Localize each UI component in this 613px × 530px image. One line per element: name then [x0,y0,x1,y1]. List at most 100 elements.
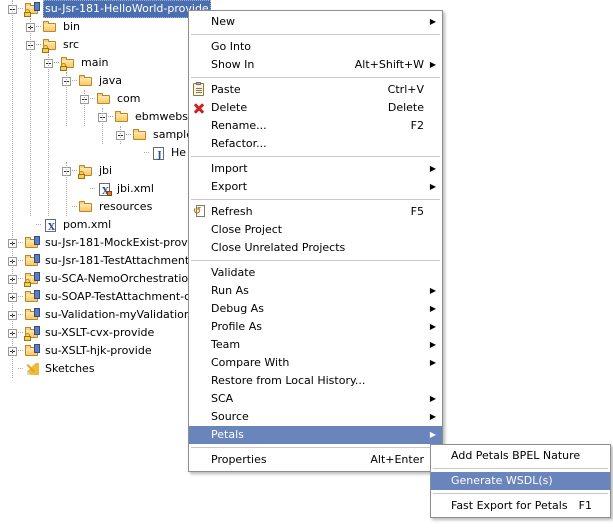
menu-item-label: Paste [211,83,241,96]
folder-icon [78,73,94,89]
paste-icon [189,82,211,98]
menu-item-import[interactable]: Import▶ [189,160,442,178]
tree-connector [18,350,23,352]
tree-item-label[interactable]: jbi [99,164,113,177]
menu-item-rename[interactable]: Rename...F2 [189,117,442,135]
menu-icon-slot [189,57,211,73]
tree-row[interactable]: resources [0,198,154,216]
tree-row[interactable]: su-XSLT-hjk-provide [0,342,154,360]
java-file-icon [150,145,166,165]
tree-connector [90,98,95,100]
tree-spacer [80,185,89,194]
menu-item-debug-as[interactable]: Debug As▶ [189,300,442,318]
submenu-arrow-icon: ▶ [429,430,437,439]
folder-locked-icon [78,163,94,179]
tree-item-label[interactable]: jbi.xml [117,182,154,195]
tree-row[interactable]: su-SOAP-TestAttachment-con [0,288,206,306]
tree-row[interactable]: pom.xml [0,216,113,237]
submenu-arrow-icon: ▶ [429,286,437,295]
menu-item-close-unrelated-projects[interactable]: Close Unrelated Projects [189,239,442,257]
tree-item-label[interactable]: com [117,92,141,105]
tree-row[interactable]: main [0,54,110,72]
tree-row[interactable]: Sketches [0,360,97,378]
tree-item-label[interactable]: He [171,146,187,159]
menu-item-sca[interactable]: SCA▶ [189,390,442,408]
tree-item-label[interactable]: main [81,56,109,69]
tree-connector [36,26,41,28]
menu-item-restore-from-local-history[interactable]: Restore from Local History... [189,372,442,390]
tree-item-label[interactable]: su-Jsr-181-TestAttachment-pr [45,254,205,267]
tree-item-label[interactable]: su-Jsr-181-HelloWorld-provide [43,0,211,18]
tree-row[interactable]: su-SCA-NemoOrchestration-pr [0,270,213,288]
folder-icon [132,127,148,143]
tree-row[interactable]: su-Jsr-181-TestAttachment-pr [0,252,207,270]
tree-row[interactable]: su-Jsr-181-HelloWorld-provide [0,0,211,18]
tree-item-label[interactable]: su-SOAP-TestAttachment-con [45,290,204,303]
tree-row[interactable]: su-XSLT-cvx-provide [0,324,156,342]
tree-guide-line [66,162,68,216]
tree-row[interactable]: su-Jsr-181-MockExist-provide [0,234,207,252]
tree-item-label[interactable]: sample [153,128,193,141]
menu-item-label: Petals [211,428,244,441]
project-folder-locked-icon [24,325,40,341]
tree-guide-line [102,108,104,144]
menu-item-new[interactable]: New▶ [189,13,442,31]
submenu-arrow-icon: ▶ [429,182,437,191]
tree-item-label[interactable]: su-Jsr-181-MockExist-provide [45,236,205,249]
menu-item-run-as[interactable]: Run As▶ [189,282,442,300]
menu-separator [433,493,608,494]
tree-row[interactable]: jbi.xml [0,180,156,201]
tree-row[interactable]: jbi [0,162,114,180]
tree-item-label[interactable]: Sketches [45,362,95,375]
submenu-arrow-icon: ▶ [429,340,437,349]
menu-item-label: Add Petals BPEL Nature [451,449,581,462]
tree-row[interactable]: He [0,144,188,165]
tree-connector [18,332,23,334]
menu-item-compare-with[interactable]: Compare With▶ [189,354,442,372]
submenu-arrow-icon: ▶ [429,304,437,313]
menu-item-add-petals-bpel-nature[interactable]: Add Petals BPEL Nature [431,447,610,465]
menu-item-shortcut: Alt+Shift+W [354,58,424,71]
menu-item-profile-as[interactable]: Profile As▶ [189,318,442,336]
tree-item-label[interactable]: su-XSLT-hjk-provide [45,344,152,357]
menu-item-shortcut: F5 [410,205,424,218]
menu-item-close-project[interactable]: Close Project [189,221,442,239]
tree-item-label[interactable]: su-XSLT-cvx-provide [45,326,155,339]
menu-item-go-into[interactable]: Go Into [189,38,442,56]
tree-item-label[interactable]: pom.xml [63,218,112,231]
tree-spacer [26,221,35,230]
tree-item-label[interactable]: java [99,74,123,87]
tree-row[interactable]: su-Validation-myValidation-pro [0,306,215,324]
menu-item-label: Source [211,410,249,423]
menu-item-shortcut: Alt+Enter [370,453,424,466]
tree-item-label[interactable]: bin [63,20,81,33]
menu-separator [191,34,440,35]
menu-item-petals[interactable]: Petals ▶ [189,426,442,444]
submenu-arrow-icon: ▶ [429,164,437,173]
tree-row[interactable]: com [0,90,143,108]
tree-row[interactable]: java [0,72,124,90]
tree-connector [18,242,23,244]
tree-connector [72,170,77,172]
tree-item-label[interactable]: su-Validation-myValidation-pro [45,308,213,321]
tree-item-label[interactable]: ebmwebsc [135,110,194,123]
menu-item-team[interactable]: Team▶ [189,336,442,354]
tree-item-label[interactable]: resources [99,200,153,213]
tree-item-label[interactable]: src [63,38,80,51]
menu-icon-slot [431,448,443,464]
menu-item-generate-wsdl-s[interactable]: Generate WSDL(s) [431,472,610,490]
menu-item-source[interactable]: Source▶ [189,408,442,426]
menu-item-export[interactable]: Export▶ [189,178,442,196]
menu-item-validate[interactable]: Validate [189,264,442,282]
menu-item-refactor[interactable]: Refactor... [189,135,442,153]
tree-connector [72,80,77,82]
tree-item-label[interactable]: su-SCA-NemoOrchestration-pr [45,272,211,285]
